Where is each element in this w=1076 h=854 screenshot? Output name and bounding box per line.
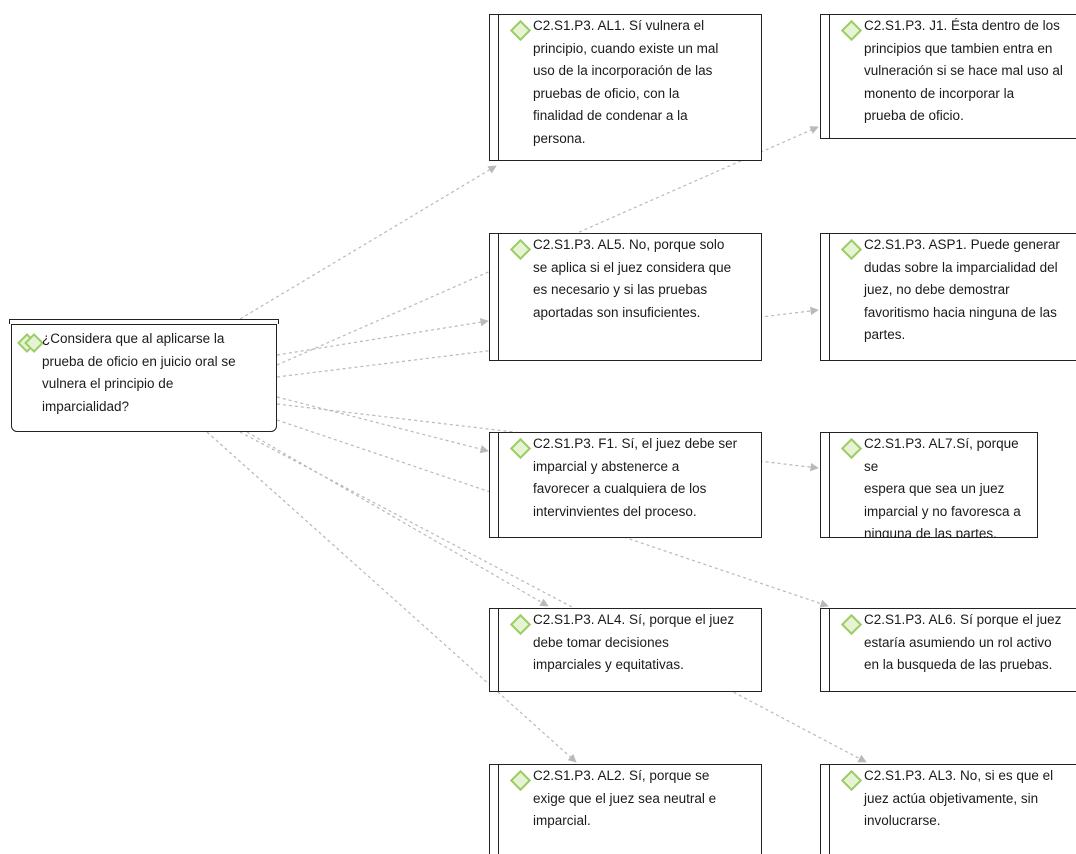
node-f1[interactable]: C2.S1.P3. F1. Sí, el juez debe ser impar… [489, 432, 762, 538]
green-diamond-icon [840, 613, 863, 636]
edge-root-to-al5 [276, 318, 489, 356]
node-al6-text: C2.S1.P3. AL6. Sí porque el juez estaría… [864, 612, 1062, 672]
node-al6[interactable]: C2.S1.P3. AL6. Sí porque el juez estaría… [820, 608, 1076, 692]
green-diamond-icon [840, 437, 863, 460]
green-diamond-icon [509, 769, 532, 792]
node-al4[interactable]: C2.S1.P3. AL4. Sí, porque el juez debe t… [489, 608, 762, 692]
node-side-bar [490, 765, 499, 854]
green-diamond-icon [509, 238, 532, 261]
green-diamond-icon [509, 613, 532, 636]
root-question-node[interactable]: ¿Considera que al aplicarse la prueba de… [9, 319, 279, 432]
node-al7-text: C2.S1.P3. AL7.Sí, porque se espera que s… [864, 436, 1021, 538]
node-al4-text: C2.S1.P3. AL4. Sí, porque el juez debe t… [533, 612, 735, 672]
node-asp1[interactable]: C2.S1.P3. ASP1. Puede generar dudas sobr… [820, 233, 1076, 361]
root-question-text: ¿Considera que al aplicarse la prueba de… [42, 331, 236, 414]
edge-root-to-al1 [234, 165, 497, 323]
node-al5[interactable]: C2.S1.P3. AL5. No, porque solo se aplica… [489, 233, 762, 361]
node-j1[interactable]: C2.S1.P3. J1. Ésta dentro de los princip… [820, 14, 1076, 139]
root-node-top-bar [9, 319, 279, 324]
node-j1-text: C2.S1.P3. J1. Ésta dentro de los princip… [864, 18, 1063, 123]
node-side-bar [821, 15, 830, 138]
edge-root-to-f1 [276, 396, 489, 454]
node-al7[interactable]: C2.S1.P3. AL7.Sí, porque se espera que s… [820, 432, 1038, 538]
node-al2[interactable]: C2.S1.P3. AL2. Sí, porque se exige que e… [489, 764, 762, 854]
node-side-bar [490, 433, 499, 537]
node-side-bar [490, 234, 499, 360]
node-al3-text: C2.S1.P3. AL3. No, si es que el juez act… [864, 768, 1054, 828]
green-diamond-icon [840, 238, 863, 261]
node-al1-text: C2.S1.P3. AL1. Sí vulnera el principio, … [533, 18, 719, 146]
green-diamond-icon [509, 437, 532, 460]
node-f1-text: C2.S1.P3. F1. Sí, el juez debe ser impar… [533, 436, 738, 519]
node-al1[interactable]: C2.S1.P3. AL1. Sí vulnera el principio, … [489, 14, 762, 161]
green-diamond-icon [840, 19, 863, 42]
green-diamond-icon [840, 769, 863, 792]
node-side-bar [821, 234, 830, 360]
node-side-bar [821, 609, 830, 691]
node-al3[interactable]: C2.S1.P3. AL3. No, si es que el juez act… [820, 764, 1076, 854]
node-al5-text: C2.S1.P3. AL5. No, porque solo se aplica… [533, 237, 732, 320]
node-side-bar [821, 433, 830, 537]
green-diamond-icon [509, 19, 532, 42]
node-side-bar [490, 609, 499, 691]
node-side-bar [490, 15, 499, 160]
node-side-bar [821, 765, 830, 854]
node-al2-text: C2.S1.P3. AL2. Sí, porque se exige que e… [533, 768, 717, 828]
node-asp1-text: C2.S1.P3. ASP1. Puede generar dudas sobr… [864, 237, 1060, 342]
